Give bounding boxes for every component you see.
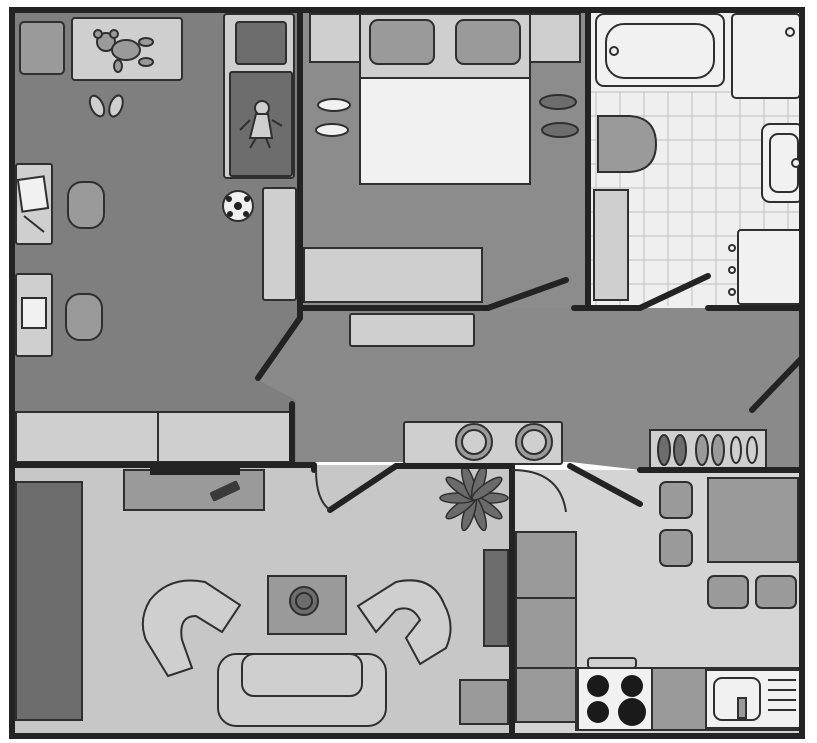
plates-icon — [455, 423, 553, 461]
doll-icon — [239, 100, 283, 149]
hallway-rug — [349, 313, 475, 347]
bathroom — [593, 13, 805, 305]
stove-icon — [577, 657, 653, 731]
shelf-long — [15, 411, 293, 463]
bath-mat — [597, 115, 658, 173]
chair-3 — [707, 575, 749, 609]
childrens-room — [15, 13, 297, 463]
nightstand-right — [529, 13, 581, 63]
kitchen — [515, 477, 803, 731]
chair-4 — [755, 575, 797, 609]
chair-1 — [659, 481, 693, 519]
bookcase — [15, 481, 83, 721]
faucet-icon — [737, 697, 747, 719]
sink-icon — [705, 669, 801, 729]
side-cabinet-lower — [459, 679, 509, 725]
slippers-icon — [88, 94, 124, 118]
slippers-icon — [315, 94, 579, 138]
nightstand-left — [309, 13, 361, 63]
plant-leaf — [471, 476, 503, 501]
bedroom-bench — [303, 247, 483, 303]
toilet-icon — [728, 229, 805, 305]
wardrobe-box — [235, 21, 287, 65]
blanket — [359, 77, 531, 185]
shoes-icon — [657, 434, 758, 466]
flower-pot — [289, 586, 319, 616]
toy-box — [19, 21, 65, 75]
counter-left — [515, 531, 577, 723]
pillow-right — [455, 19, 521, 65]
dining-table — [707, 477, 799, 563]
bath-shelf — [593, 189, 629, 301]
stool-upper — [67, 181, 105, 229]
living-room — [15, 464, 509, 727]
tv-unit — [123, 469, 265, 511]
desk-paper — [16, 175, 50, 213]
pencil — [23, 215, 45, 233]
ball-icon — [222, 190, 254, 222]
sink-icon — [761, 123, 805, 203]
walls — [9, 7, 805, 739]
side-cabinet-upper — [483, 549, 509, 647]
stool-lower — [65, 293, 103, 341]
chair-2 — [659, 529, 693, 567]
teddy-bear-icon — [93, 29, 154, 73]
bedroom — [303, 13, 581, 303]
remote-icon — [209, 480, 241, 502]
pillow-left — [369, 19, 435, 65]
armchair-left — [141, 579, 242, 678]
bath-cabinet — [731, 13, 801, 99]
armchair-right — [356, 579, 452, 666]
desk-lower-paper — [21, 297, 47, 329]
tv — [150, 467, 240, 475]
bed-childrens — [262, 187, 297, 301]
